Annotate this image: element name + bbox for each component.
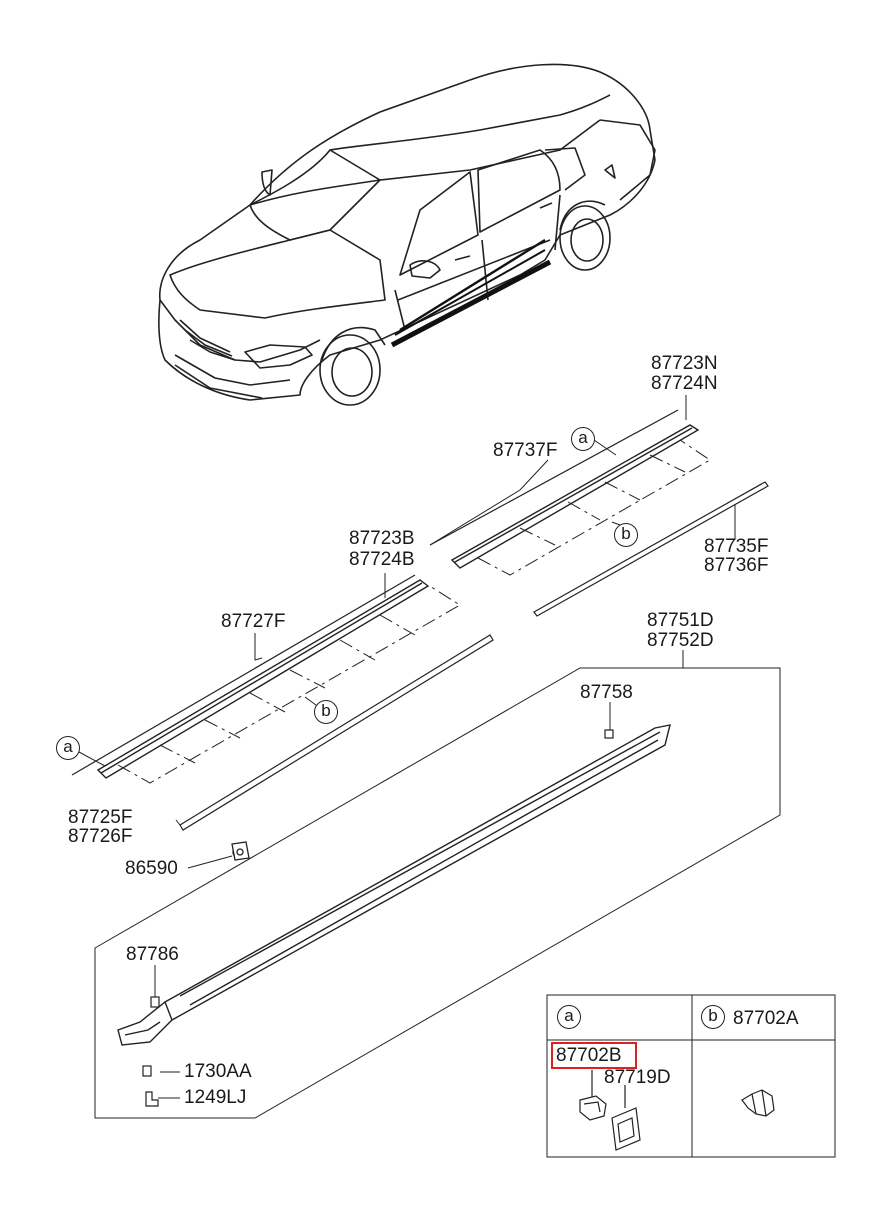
highlight-box-87702B [551, 1042, 637, 1069]
legend-part-87702B: 87702B [556, 1045, 622, 1066]
part-label-87751D: 87751D [647, 610, 714, 631]
screw-1249LJ-shape [145, 1091, 159, 1107]
part-label-87723N: 87723N [651, 353, 718, 374]
leader-lines [78, 395, 736, 1099]
side-sill-molding [117, 724, 671, 1046]
part-label-87786: 87786 [126, 944, 179, 965]
front-clip-leaders [117, 584, 461, 784]
part-label-87724B: 87724B [349, 549, 415, 570]
part-label-87724N: 87724N [651, 373, 718, 394]
sill-group-box [94, 667, 781, 1119]
fastener-86590-shape [231, 841, 250, 861]
legend-clip-a-drawing [579, 1070, 641, 1151]
legend-table [546, 994, 836, 1158]
rear-clip-leaders [477, 439, 711, 576]
callout-b-rear: b [614, 523, 638, 547]
part-label-87736F: 87736F [704, 555, 769, 576]
part-label-86590: 86590 [125, 858, 178, 879]
legend-part-87702A: 87702A [733, 1008, 799, 1029]
callout-a-front: a [56, 736, 80, 760]
rear-lower-strip [533, 481, 769, 617]
part-label-87752D: 87752D [647, 630, 714, 651]
clip-87786-shape [150, 996, 160, 1008]
screw-1730AA-shape [142, 1065, 152, 1077]
front-door-molding [71, 574, 430, 779]
part-label-1249LJ: 1249LJ [184, 1087, 247, 1108]
callout-a-rear: a [571, 427, 595, 451]
rear-door-molding [429, 409, 700, 569]
legend-marker-b: b [701, 1005, 725, 1029]
part-label-87727F: 87727F [221, 611, 286, 632]
car-illustration [158, 63, 656, 406]
legend-part-87719D: 87719D [604, 1067, 671, 1088]
part-label-87726F: 87726F [68, 826, 133, 847]
part-label-87723B: 87723B [349, 528, 415, 549]
car-side-molding [390, 259, 552, 348]
part-label-87758: 87758 [580, 682, 633, 703]
legend-clip-b-drawing [741, 1089, 775, 1117]
front-lower-strip [179, 634, 494, 831]
clip-87758-shape [604, 729, 614, 739]
part-label-87735F: 87735F [704, 536, 769, 557]
legend-marker-a: a [557, 1005, 581, 1029]
callout-b-front: b [314, 700, 338, 724]
part-label-1730AA: 1730AA [184, 1061, 252, 1082]
part-label-87737F: 87737F [493, 440, 558, 461]
part-label-87725F: 87725F [68, 807, 133, 828]
